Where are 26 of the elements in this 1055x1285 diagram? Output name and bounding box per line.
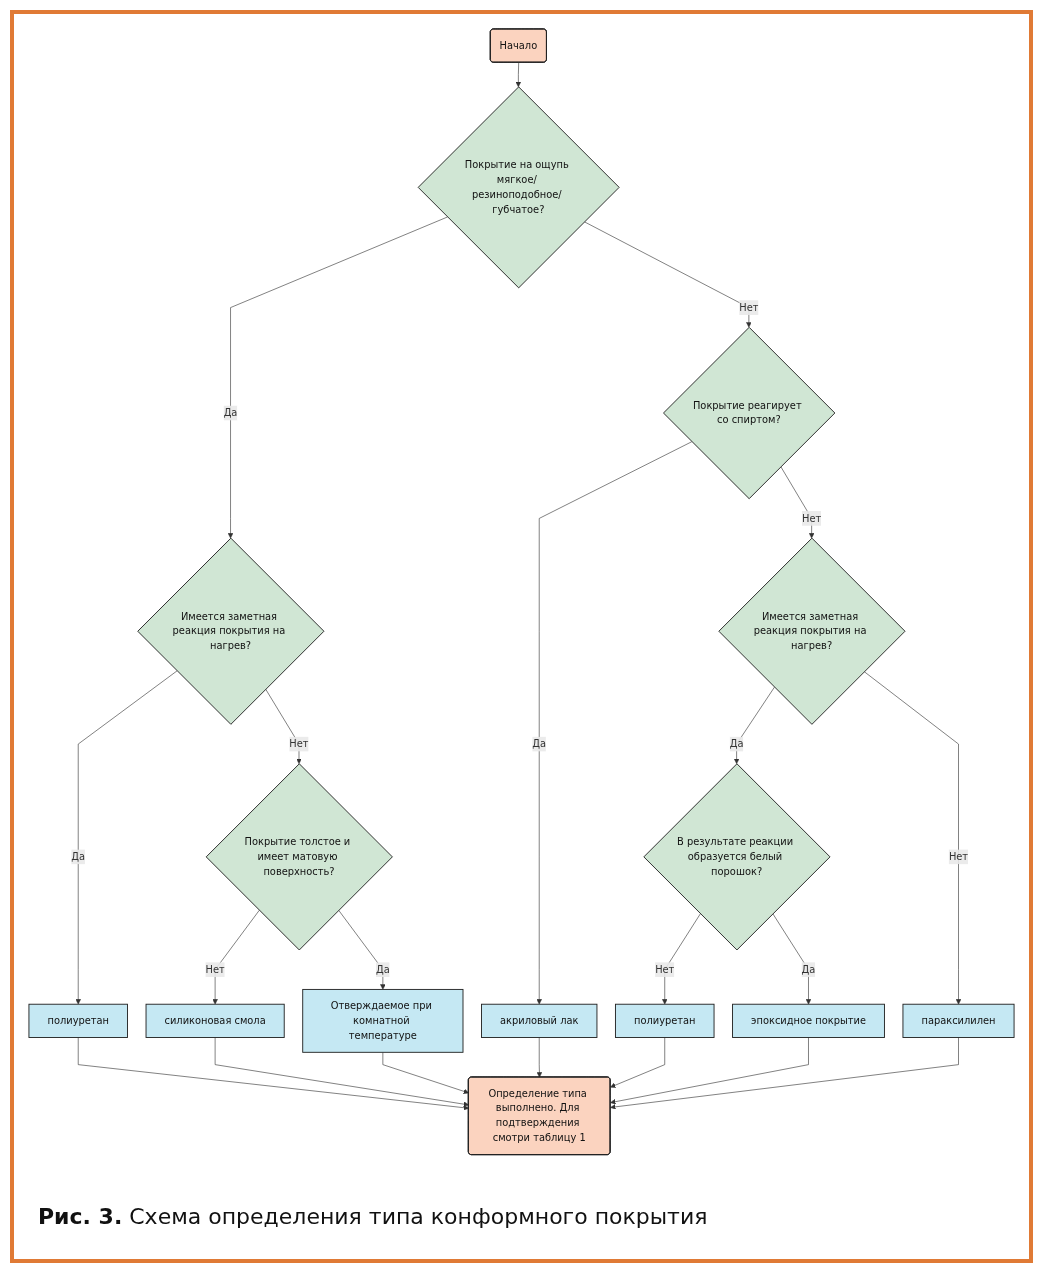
node-diamond: Имеется заметная реакция покрытия на нагрев? [718,537,906,725]
node-diamond: Имеется заметная реакция покрытия на нагрев? [137,537,325,725]
edge-label: Нет [205,963,225,976]
node-diamond: Покрытие на ощупь мягкое/ резиноподобное/ губчатое? [417,86,620,289]
node-box: акриловый лак [481,1003,598,1038]
edge-label: Да [729,737,744,750]
edge-label: Нет [948,850,969,863]
node-diamond: Покрытие реагирует со спиртом? [663,326,836,500]
node-box: параксилилен [902,1003,1015,1038]
figure-caption: Рис. 3. Схема определения типа конформного покрытия [38,1204,708,1229]
node-box: силиконовая смола [145,1003,285,1038]
edge-label: Нет [655,963,675,976]
node-box: Отверждаемое при комнатной температуре [302,988,464,1053]
node-box: эпоксидное покрытие [732,1003,885,1038]
edge-label: Нет [802,512,822,524]
edge-label: Да [375,963,390,976]
edge-label: Да [71,850,86,863]
node-box: полиуретан [615,1003,715,1038]
node-diamond: В результате реакции образуется белый порошок? [643,763,831,951]
node-box: полиуретан [28,1003,128,1038]
edge-label: Да [532,737,547,750]
edge-label: Да [223,406,238,419]
edge-label: Нет [739,301,759,314]
edge-label: Да [801,963,816,976]
node-diamond: Покрытие толстое и имеет матовую поверхность? [205,763,393,951]
edge-label: Нет [289,737,309,750]
